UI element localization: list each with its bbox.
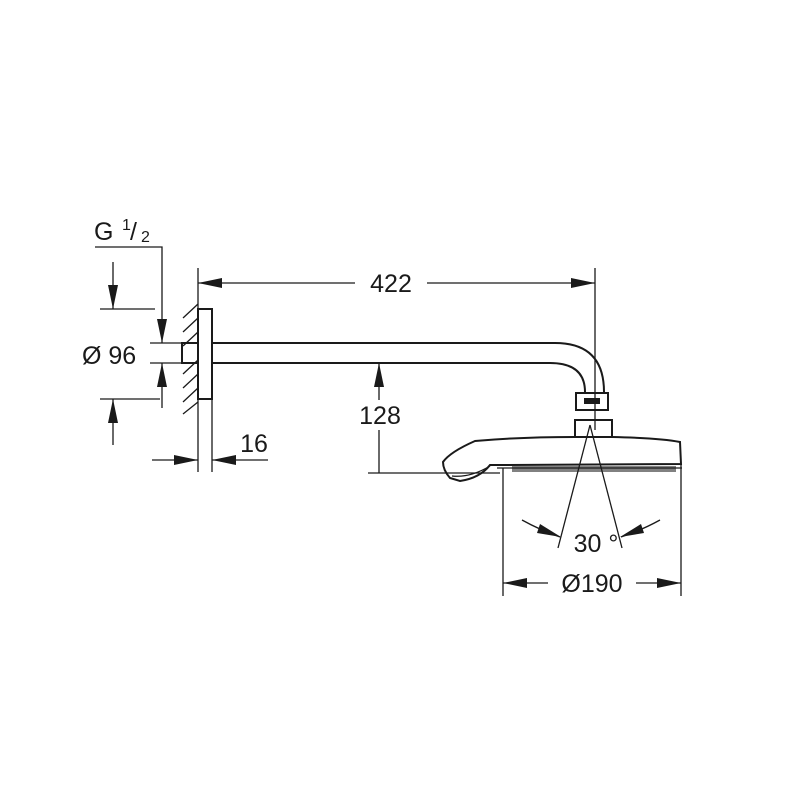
wall-hatch	[182, 268, 199, 472]
thread-fraction-num: 1	[122, 217, 131, 234]
wall-connector	[181, 342, 199, 364]
thread-fraction-slash: /	[130, 218, 137, 246]
dim-head-diameter-text: Ø190	[561, 570, 622, 598]
dim-thread: G 1 / 2	[94, 217, 182, 408]
shower-arm	[212, 342, 605, 393]
dim-head-diameter: Ø190	[502, 464, 682, 598]
dim-spray-angle: 30 °	[521, 424, 661, 558]
swivel-nut	[575, 392, 609, 411]
thread-label: G	[94, 218, 113, 246]
dim-flange-diameter: Ø 96	[82, 262, 160, 445]
dim-arm-length-text: 422	[370, 270, 412, 298]
head-collar	[574, 419, 613, 437]
dim-drop-height-text: 128	[359, 402, 401, 430]
dim-flange-diameter-text: Ø 96	[82, 342, 136, 370]
dim-flange-depth-text: 16	[240, 430, 268, 458]
thread-fraction-den: 2	[141, 229, 150, 246]
dim-arm-length: 422	[198, 268, 595, 298]
dim-flange-depth: 16	[152, 399, 268, 472]
shower-head	[441, 436, 683, 483]
dim-spray-angle-text: 30 °	[574, 530, 619, 558]
wall-flange	[197, 308, 213, 400]
dim-drop-height: 128	[352, 363, 500, 474]
